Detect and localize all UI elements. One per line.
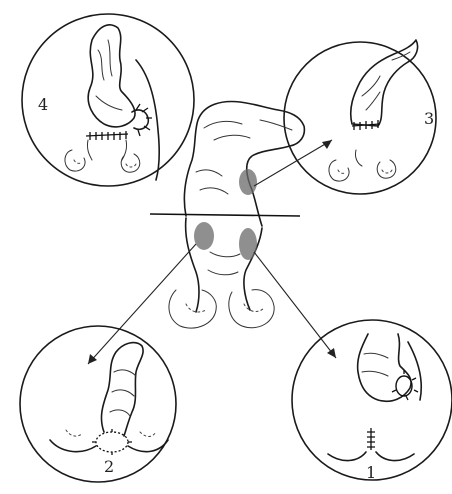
panel-1-number: 1	[366, 463, 376, 482]
panel-4-number: 4	[38, 95, 48, 114]
lower-lesion-right	[239, 228, 257, 260]
panel-2-bowel	[101, 343, 143, 436]
panel-3-bowel	[351, 40, 418, 126]
arrow-to-panel-1	[327, 348, 336, 358]
panel-1-bowel	[358, 334, 411, 401]
panel-1: 1	[292, 320, 452, 482]
panel-2-number: 2	[104, 457, 114, 476]
panel-2-circle	[20, 326, 176, 482]
lower-lesion-left	[194, 222, 214, 250]
panel-2-anastomosis	[96, 432, 128, 452]
upper-lesion	[239, 169, 257, 195]
panel-4: 4	[22, 14, 194, 186]
panel-2: 2	[20, 326, 176, 482]
panel-3: 3	[284, 40, 436, 194]
colon-outline	[184, 102, 304, 226]
transection-line	[150, 214, 300, 216]
central-colon	[150, 102, 304, 328]
panel-3-number: 3	[424, 109, 434, 128]
panel-3-circle	[284, 42, 436, 194]
panel-1-circle	[292, 320, 452, 480]
panel-1-stoma	[396, 376, 412, 396]
